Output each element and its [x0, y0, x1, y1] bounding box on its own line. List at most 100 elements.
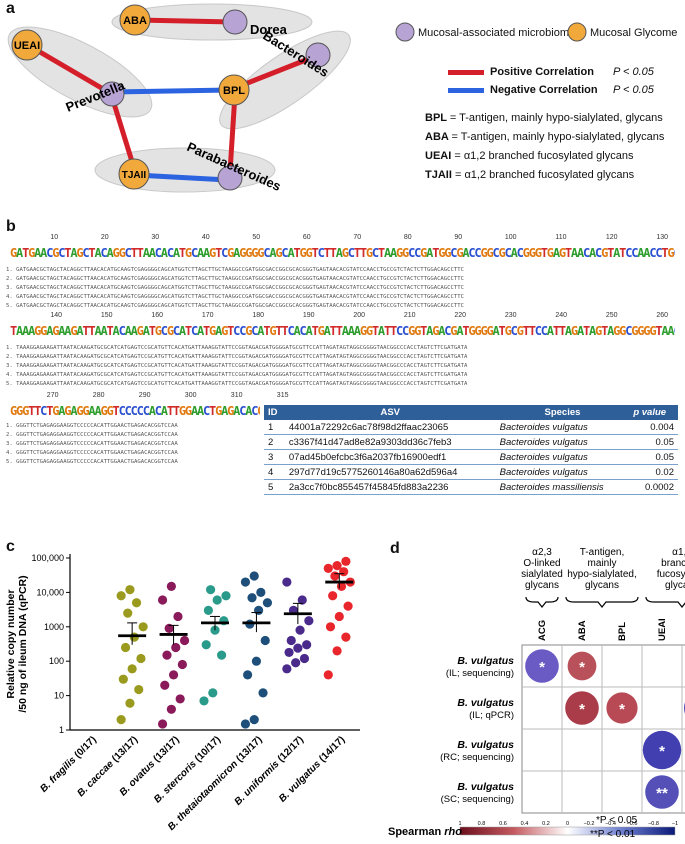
y-tick-label: 1000 — [44, 622, 64, 632]
ruler-tick: 30 — [151, 234, 160, 241]
alignment-row: 4. GGGTTCTGAGAGGAAGGTCCCCCACATTGGAACTGAG… — [6, 450, 178, 456]
data-point — [334, 611, 344, 622]
data-point — [240, 719, 251, 729]
data-point — [302, 640, 312, 650]
data-point — [323, 563, 333, 573]
column-label: ACG — [537, 620, 548, 641]
data-point — [116, 591, 126, 601]
edge-ueai-prevotella — [26, 42, 112, 96]
legend-microbe-swatch — [395, 22, 415, 42]
ruler-tick: 90 — [454, 234, 463, 241]
data-point — [138, 622, 148, 632]
ruler-tick: 150 — [100, 312, 113, 319]
asv-cell: 44001a72292c6ac78f98d2ffaac23065 — [284, 420, 496, 435]
ruler-tick: 210 — [403, 312, 416, 319]
legend-negative-line — [448, 88, 484, 93]
data-point — [247, 593, 257, 603]
legend-glycan-swatch — [567, 22, 587, 42]
row-label: B. vulgatus — [457, 781, 514, 793]
node-dorea-label: Dorea — [250, 22, 288, 37]
correlation-circle — [567, 651, 597, 681]
data-point — [168, 670, 179, 680]
data-point — [118, 674, 128, 684]
asv-cell: 0.0002 — [629, 479, 678, 495]
significance-mark: * — [579, 701, 585, 718]
ruler-tick: 260 — [656, 312, 669, 319]
alignment-row: 3. TAAAGGAGAAGATTAATACAAGATGCGCATCATGAGT… — [6, 363, 468, 369]
data-point — [249, 571, 259, 581]
asv-cell: 297d77d19c5775260146a80a62d596a4 — [284, 464, 496, 480]
alignment-row: 3. GGGTTCTGAGAGGAAGGTCCCCCACATTGGAACTGAG… — [6, 441, 178, 447]
alignment-row: 1. GGGTTCTGAGAGGAAGGTCCCCCACATTGGAACTGAG… — [6, 423, 178, 429]
edge-tjaii-parabacteroides — [135, 172, 229, 183]
ruler-tick: 280 — [92, 392, 105, 399]
panel-a-label: a — [6, 0, 15, 17]
data-point — [341, 556, 351, 566]
node-bpl-label: BPL — [223, 85, 245, 97]
data-point — [201, 640, 211, 650]
ruler-tick: 220 — [454, 312, 467, 319]
asv-cell: Bacteroides massiliensis — [495, 479, 630, 495]
y-tick-label: 100,000 — [31, 553, 64, 563]
ruler-tick: 110 — [555, 234, 567, 241]
data-point — [179, 635, 190, 646]
node-tjaii-label: TJAII — [122, 170, 147, 181]
ruler-tick: 270 — [46, 392, 59, 399]
legend-negative: Negative Correlation — [490, 84, 598, 96]
asv-cell: c3367f41d47ad8e82a9303dd36c7feb3 — [284, 434, 496, 450]
y-tick-label: 10 — [54, 691, 64, 701]
data-point — [120, 642, 131, 653]
node-dorea — [222, 9, 248, 35]
scale-tick: 0.6 — [499, 821, 507, 827]
data-point — [328, 591, 338, 601]
data-point — [177, 659, 187, 670]
alignment-row: 5. GATGAACGCTAGCTACAGGCTTAACACATGCAAGTCG… — [6, 303, 465, 309]
row-sublabel: (SC; sequencing) — [441, 794, 514, 805]
data-point — [131, 598, 142, 608]
node-ueai — [11, 29, 43, 61]
data-point — [304, 616, 314, 626]
node-tjaii — [118, 158, 150, 190]
data-point — [286, 635, 296, 646]
ruler-tick: 200 — [353, 312, 366, 319]
asv-cell: 0.02 — [629, 464, 678, 480]
row-label: B. vulgatus — [457, 697, 514, 709]
ruler-tick: 100 — [504, 234, 517, 241]
data-point — [116, 715, 126, 725]
data-point — [208, 688, 218, 698]
data-point — [251, 656, 262, 666]
data-point — [323, 670, 333, 680]
data-point — [157, 719, 168, 729]
data-point — [284, 647, 294, 658]
asv-cell: 4 — [264, 464, 285, 480]
asv-cell: 0.004 — [629, 420, 678, 435]
data-point — [171, 642, 181, 653]
data-point — [291, 658, 301, 668]
ruler-tick: 50 — [252, 234, 261, 241]
ruler-tick: 70 — [353, 234, 362, 241]
row-label: B. vulgatus — [457, 739, 514, 751]
scale-tick: 1 — [458, 821, 461, 827]
y-tick-label: 100 — [49, 656, 64, 666]
data-point — [256, 587, 266, 597]
header-pvalue: p value — [629, 405, 678, 420]
consensus-logo-1: GATGAACGCTAGCTACAGGCTTAACACATGCAAGTCGAGG… — [10, 246, 675, 260]
ruler-tick: 240 — [555, 312, 568, 319]
data-point — [282, 664, 292, 674]
alignment-row: 2. TAAAGGAGAAGATTAATACAAGATGCGCATCATGAGT… — [6, 354, 468, 360]
ruler-tick: 10 — [50, 234, 59, 241]
data-point — [332, 561, 342, 571]
ruler-tick: 160 — [151, 312, 164, 319]
panel-c-label: c — [6, 538, 15, 555]
data-point — [125, 698, 135, 708]
consensus-logo-2: TAAAGGAGAAGATTAATACAAGATGCGCATCATGAGTCCG… — [10, 324, 675, 338]
y-tick-label: 1 — [59, 725, 64, 735]
ruler-tick: 170 — [201, 312, 214, 319]
data-point — [127, 664, 137, 674]
legend-positive: Positive Correlation — [490, 66, 594, 78]
glycan-key: BPL = T-antigen, mainly hypo-sialylated,… — [425, 112, 680, 181]
